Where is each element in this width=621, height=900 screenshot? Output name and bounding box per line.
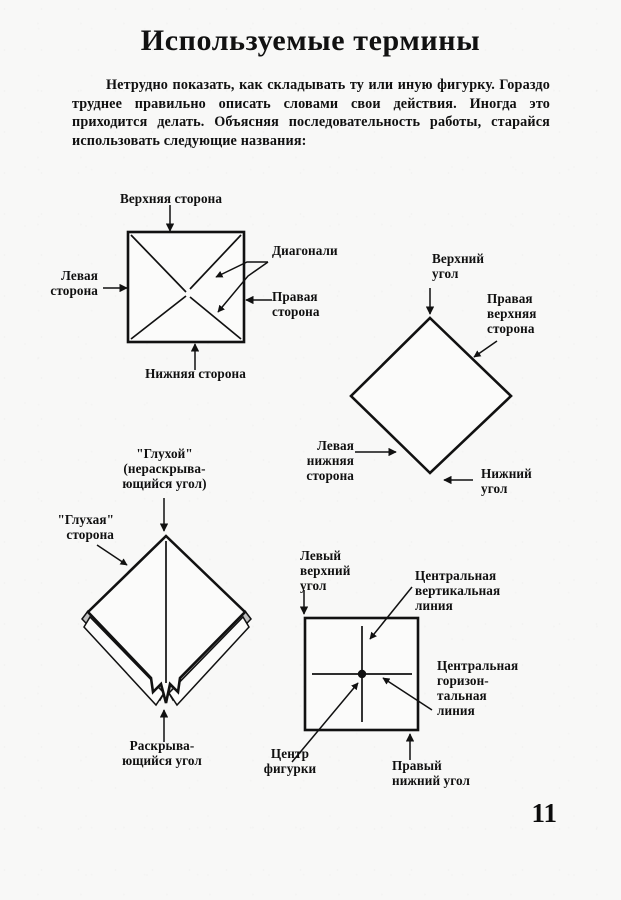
label-open-corner: Раскрыва- ющийся угол: [122, 738, 202, 768]
figure-square-diagonals: [103, 205, 272, 370]
figure-square-center: [291, 586, 433, 763]
label-top-corner: Верхний угол: [432, 251, 485, 281]
label-bottom-side: Нижняя сторона: [145, 366, 246, 381]
page-title: Используемые термины: [140, 24, 481, 57]
label-closed-side: "Глухая" сторона: [57, 512, 114, 542]
label-closed-corner: "Глухой" (нераскрыва- ющийся угол): [122, 446, 207, 491]
label-left-side: Левая сторона: [50, 268, 98, 298]
label-bottom-corner: Нижний угол: [481, 466, 532, 496]
label-center-point: Центр фигурки: [263, 746, 317, 776]
intro-paragraph: Нетрудно показать, как складывать ту или…: [72, 77, 550, 149]
label-right-bottom-corner: Правый нижний угол: [392, 758, 471, 788]
label-right-side: Правая сторона: [272, 289, 320, 319]
label-left-bottom-side: Левая нижняя сторона: [306, 438, 354, 483]
label-right-top-side: Правая верхняя сторона: [487, 291, 537, 336]
label-left-top-corner: Левый верхний угол: [300, 548, 351, 593]
label-diagonals: Диагонали: [272, 243, 338, 258]
label-vertical-center-line: Центральная вертикальная линия: [415, 568, 501, 613]
label-top-side: Верхняя сторона: [119, 191, 223, 206]
page-number: 11: [531, 798, 557, 828]
label-horizontal-center-line: Центральная горизон- тальная линия: [437, 658, 519, 718]
